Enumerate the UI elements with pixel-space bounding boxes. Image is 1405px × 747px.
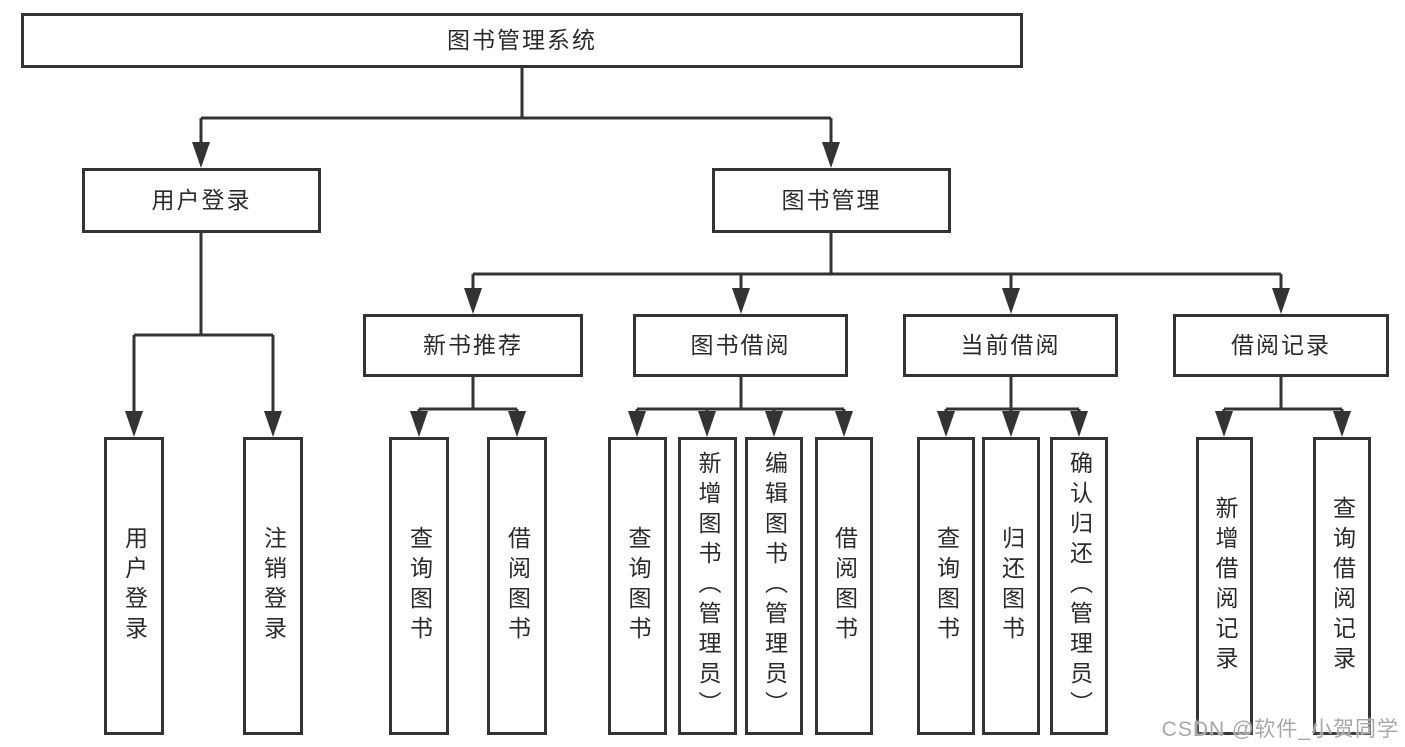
node-book-borrowing: 图书借阅 [633, 314, 848, 377]
node-new-book-recommendation: 新书推荐 [363, 314, 583, 377]
leaf-label: 查询图书 [625, 526, 651, 646]
leaf-query-books-recommend: 查询图书 [389, 437, 449, 735]
leaf-label: 新增图书（管理员） [695, 451, 721, 721]
leaf-label: 用户登录 [121, 526, 148, 646]
leaf-add-book-admin: 新增图书（管理员） [678, 437, 737, 735]
leaf-logout: 注销登录 [243, 437, 303, 735]
leaf-query-borrow-record: 查询借阅记录 [1313, 437, 1371, 735]
leaf-label: 新增借阅记录 [1212, 496, 1238, 676]
leaf-label: 借阅图书 [831, 526, 858, 646]
node-book-management: 图书管理 [712, 168, 951, 233]
leaf-label: 确认归还（管理员） [1066, 451, 1093, 721]
leaf-query-books-borrowing: 查询图书 [608, 437, 667, 735]
leaf-add-borrow-record: 新增借阅记录 [1196, 437, 1253, 735]
leaf-label: 注销登录 [260, 526, 287, 646]
leaf-edit-book-admin: 编辑图书（管理员） [745, 437, 803, 735]
leaf-label: 查询图书 [933, 526, 960, 646]
node-borrowing-records: 借阅记录 [1173, 314, 1389, 377]
node-current-borrowing: 当前借阅 [903, 314, 1118, 377]
node-user-login: 用户登录 [82, 168, 321, 233]
leaf-label: 查询图书 [406, 526, 433, 646]
leaf-confirm-return-admin: 确认归还（管理员） [1050, 437, 1108, 735]
leaf-query-books-current: 查询图书 [917, 437, 975, 735]
leaf-label: 归还图书 [998, 526, 1025, 646]
leaf-label: 借阅图书 [504, 526, 531, 646]
leaf-borrow-books-borrowing: 借阅图书 [815, 437, 873, 735]
csdn-watermark: CSDN @软件_小贺同学 [1161, 718, 1399, 741]
node-library-management-system: 图书管理系统 [21, 13, 1023, 68]
leaf-user-login: 用户登录 [104, 437, 164, 735]
leaf-return-books: 归还图书 [982, 437, 1040, 735]
leaf-label: 编辑图书（管理员） [761, 451, 788, 721]
leaf-borrow-books-recommend: 借阅图书 [487, 437, 547, 735]
leaf-label: 查询借阅记录 [1329, 496, 1356, 676]
